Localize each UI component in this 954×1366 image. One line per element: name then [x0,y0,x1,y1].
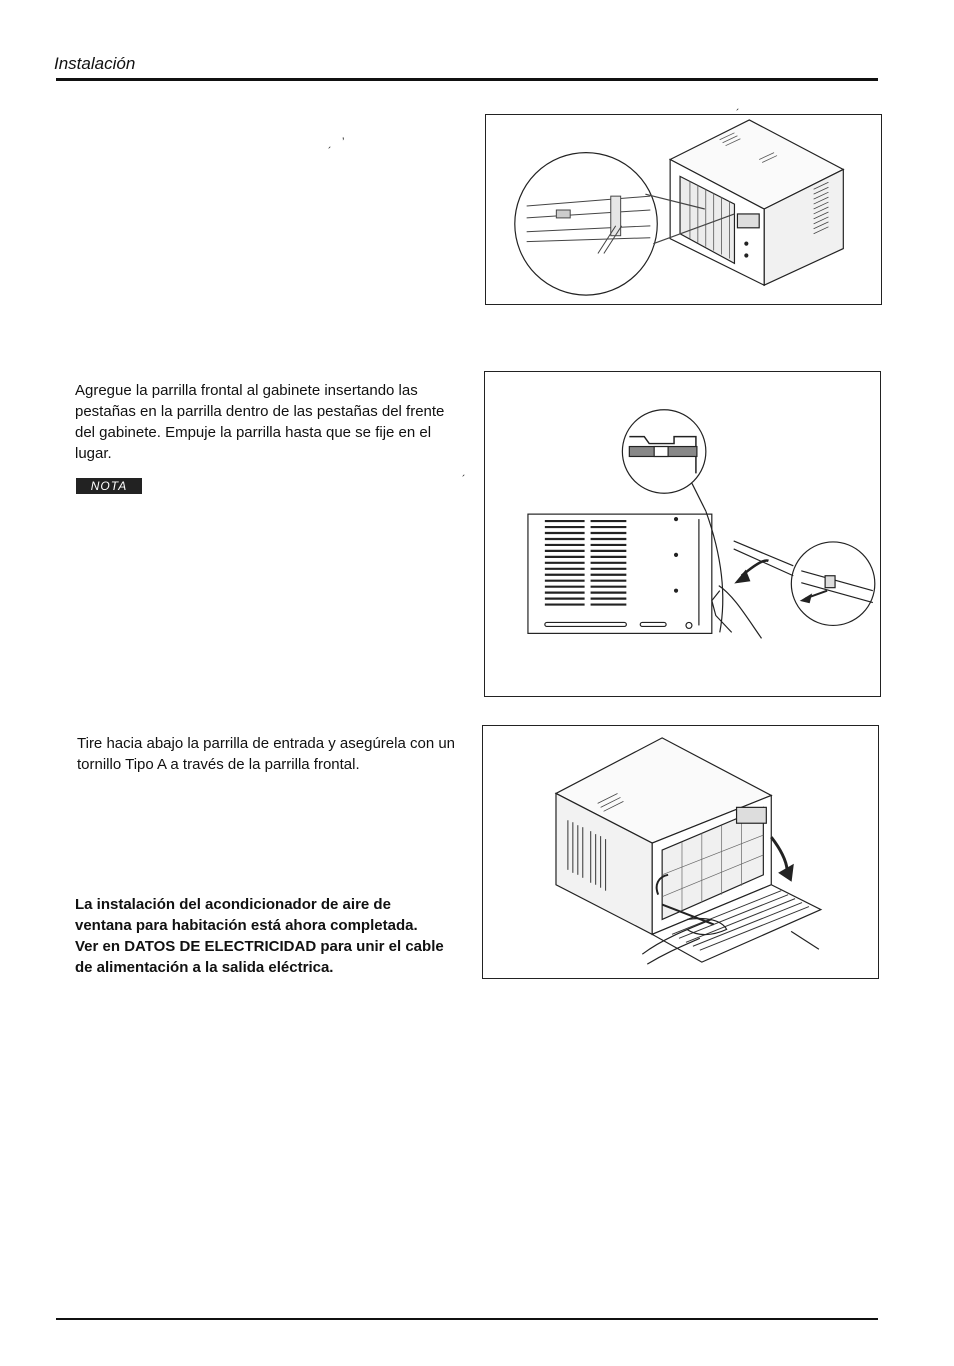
note-badge: NOTA [76,478,142,494]
footer-rule [56,1318,878,1320]
front-grille-illustration [527,409,876,639]
stray-mark: ´ [328,146,332,158]
figure-front-grille [484,371,881,697]
stray-mark: ´ [462,474,466,486]
completion-text: La instalación del acondicionador de air… [75,896,444,976]
header-rule [56,78,878,81]
page-header-title: Instalación [54,54,136,73]
unit-illustration [514,119,845,296]
inlet-grille-illustration [554,737,823,965]
figure-inlet-grille [482,725,879,979]
section2-instruction-text: Agregue la parrilla frontal al gabinete … [75,382,445,462]
stray-mark: ´ [736,108,740,120]
section3-instruction-text: Tire hacia abajo la parrilla de entrada … [77,735,456,773]
figure-unit-detail [485,114,882,305]
stray-mark: ’ [342,136,345,148]
